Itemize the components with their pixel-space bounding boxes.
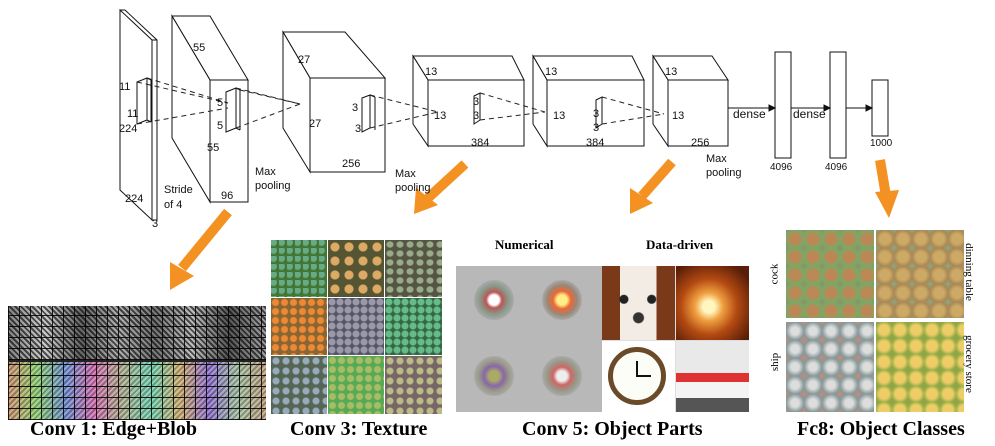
conv4-kernel-b: 3 bbox=[593, 122, 600, 134]
conv3-texture-2 bbox=[328, 240, 384, 297]
orange-arrows bbox=[170, 158, 899, 290]
caption-conv1: Conv 1: Edge+Blob bbox=[30, 418, 197, 440]
dense2-rect bbox=[829, 51, 847, 159]
pool3-label-line1: Max bbox=[706, 153, 727, 165]
conv3-texture-7 bbox=[271, 356, 327, 414]
lamp-image bbox=[676, 266, 749, 340]
input-kernel-size-b: 11 bbox=[127, 108, 139, 120]
input-layer-side bbox=[151, 39, 158, 221]
conv3-depth: 384 bbox=[471, 137, 490, 149]
fc8-label-cock: cock bbox=[768, 263, 781, 285]
conv5-size-a: 13 bbox=[665, 66, 678, 78]
arrow-head-conv1 bbox=[170, 262, 194, 290]
conv3-kernel-b: 3 bbox=[473, 110, 480, 122]
output-rect bbox=[871, 79, 889, 137]
fc8-label-dinning-table: dinning table bbox=[962, 243, 975, 301]
conv4-size-a: 13 bbox=[545, 66, 558, 78]
conv3-texture-8 bbox=[328, 356, 384, 414]
conv3-texture-grid bbox=[271, 240, 442, 414]
conv2-size-b: 27 bbox=[309, 118, 322, 130]
car-image bbox=[676, 341, 749, 412]
input-size-a: 224 bbox=[119, 123, 138, 135]
arrow-head-conv5 bbox=[630, 188, 653, 214]
input-kernel-size-a: 11 bbox=[119, 81, 131, 93]
conv3-texture-1 bbox=[271, 240, 327, 297]
fc8-label-ship: ship bbox=[769, 352, 782, 372]
conv1-size-a: 55 bbox=[193, 42, 206, 54]
conv2-size-a: 27 bbox=[298, 54, 311, 66]
fc8-class-grid bbox=[786, 230, 964, 412]
caption-fc8: Fc8: Object Classes bbox=[797, 418, 965, 440]
conv1-color-filters bbox=[8, 362, 266, 420]
conv1-filter-grid bbox=[8, 306, 266, 420]
fc8-ship-image bbox=[786, 322, 874, 412]
arrow-head-fc8 bbox=[875, 190, 899, 218]
conv1-grayscale-filters bbox=[8, 306, 266, 360]
conv1-kernel bbox=[225, 87, 237, 133]
dog-image bbox=[602, 266, 675, 340]
conv1-kernel-b: 5 bbox=[217, 120, 224, 132]
conv5-data-driven-panel bbox=[602, 266, 749, 412]
conv3-texture-9 bbox=[385, 356, 442, 414]
conv3-texture-3 bbox=[385, 240, 442, 297]
conv2-kernel-b: 3 bbox=[355, 123, 362, 135]
conv1-kernel-a: 5 bbox=[217, 97, 224, 109]
dense-label-1: dense bbox=[733, 107, 766, 121]
output-size: 1000 bbox=[870, 138, 893, 149]
conv4-depth: 384 bbox=[586, 137, 605, 149]
numerical-blob-2 bbox=[542, 280, 582, 320]
fc8-cock-image bbox=[786, 230, 874, 318]
conv2-depth: 256 bbox=[342, 158, 361, 170]
conv2-kernel bbox=[361, 94, 371, 133]
input-depth: 3 bbox=[152, 218, 159, 230]
conv3-kernel-a: 3 bbox=[473, 96, 480, 108]
conv5-header-data-driven: Data-driven bbox=[646, 237, 714, 252]
clock-face bbox=[608, 347, 666, 405]
pool1-label-line2: pooling bbox=[255, 180, 291, 192]
dense1-rect bbox=[774, 51, 792, 159]
pool2-label-line1: Max bbox=[395, 168, 416, 180]
dense-label-2: dense bbox=[793, 107, 826, 121]
conv5-header-numerical: Numerical bbox=[495, 237, 554, 252]
conv5-depth: 256 bbox=[691, 137, 710, 149]
arrow-head-conv3 bbox=[414, 188, 438, 214]
pool2-label-line2: pooling bbox=[395, 182, 431, 194]
conv3-texture-5 bbox=[328, 298, 384, 355]
conv1-size-b: 55 bbox=[207, 142, 220, 154]
fc8-label-grocery-store: grocery store bbox=[962, 335, 975, 393]
dense1-size: 4096 bbox=[770, 162, 793, 173]
pool3-label-line2: pooling bbox=[706, 167, 742, 179]
conv5-numerical-panel bbox=[456, 266, 602, 412]
pool1-label-line1: Max bbox=[255, 166, 276, 178]
conv5-box-front bbox=[667, 79, 729, 147]
caption-conv5: Conv 5: Object Parts bbox=[522, 418, 703, 440]
conv3-texture-6 bbox=[385, 298, 442, 355]
conv5-size-b: 13 bbox=[672, 110, 685, 122]
numerical-blob-1 bbox=[474, 280, 514, 320]
conv1-box-front bbox=[209, 79, 249, 203]
conv4-kernel-a: 3 bbox=[593, 108, 600, 120]
conv3-texture-4 bbox=[271, 298, 327, 355]
numerical-blob-3 bbox=[474, 356, 514, 396]
dense2-size: 4096 bbox=[825, 162, 848, 173]
stride-label-line2: of 4 bbox=[164, 199, 183, 211]
numerical-blob-4 bbox=[542, 356, 582, 396]
input-kernel bbox=[136, 77, 148, 125]
input-size-b: 224 bbox=[125, 193, 144, 205]
fc8-dining-table-image bbox=[876, 230, 964, 318]
stride-label-line1: Stride bbox=[164, 184, 193, 196]
conv1-depth: 96 bbox=[221, 190, 234, 202]
fc8-grocery-store-image bbox=[876, 322, 964, 412]
conv4-size-b: 13 bbox=[553, 110, 566, 122]
caption-conv3: Conv 3: Texture bbox=[290, 418, 428, 440]
conv3-size-b: 13 bbox=[434, 110, 447, 122]
conv2-kernel-a: 3 bbox=[352, 102, 359, 114]
conv3-size-a: 13 bbox=[425, 66, 438, 78]
clock-image bbox=[602, 341, 675, 412]
